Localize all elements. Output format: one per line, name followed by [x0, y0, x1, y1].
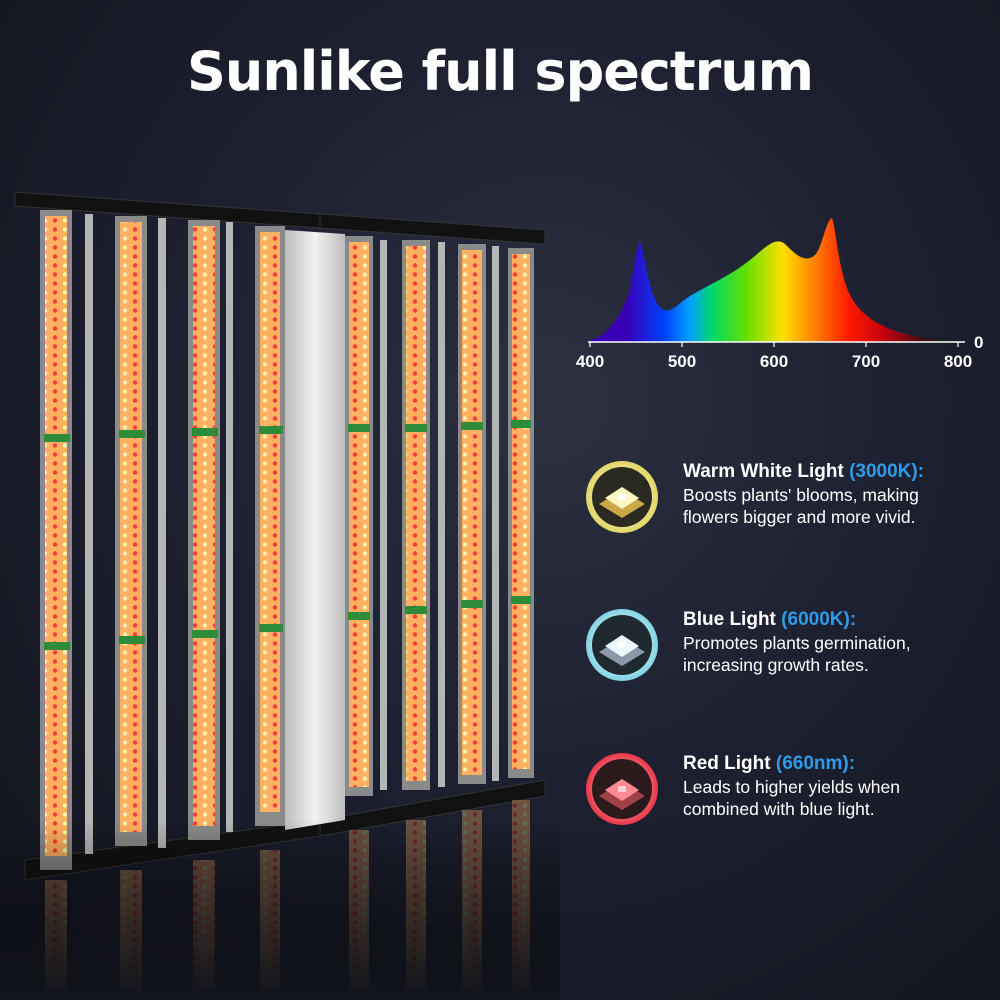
feature-title: Red Light: [683, 753, 771, 774]
x-tick-label: 600: [760, 352, 788, 371]
feature-desc-line: increasing growth rates.: [683, 655, 869, 675]
feature-title: Blue Light: [683, 609, 776, 630]
led-chip-warm-white-icon: [586, 461, 658, 533]
feature-desc-line: flowers bigger and more vivid.: [683, 507, 916, 527]
feature-value: (660nm):: [775, 753, 856, 774]
spectrum-chart: 400 500 600 700 800 0: [576, 218, 983, 371]
feature-red: Red Light (660nm): Leads to higher yield…: [585, 752, 985, 832]
x-tick-label: 700: [852, 352, 880, 371]
feature-desc-line: Leads to higher yields when: [683, 777, 900, 797]
feature-value: (3000K):: [849, 461, 925, 482]
feature-warm-white: Warm White Light (3000K): Boosts plants'…: [585, 460, 985, 540]
led-chip-red-icon: [586, 753, 658, 825]
feature-blue: Blue Light (6000K): Promotes plants germ…: [585, 608, 985, 688]
feature-desc-line: Boosts plants' blooms, making: [683, 485, 919, 505]
grow-light-product-image: [0, 191, 560, 1000]
y-zero-label: 0: [974, 333, 983, 352]
x-tick-label: 800: [944, 352, 972, 371]
feature-desc-line: combined with blue light.: [683, 799, 875, 819]
feature-title: Warm White Light: [683, 461, 844, 482]
spectrum-curve: [590, 218, 960, 342]
led-chip-blue-icon: [586, 609, 658, 681]
feature-value: (6000K):: [781, 609, 857, 630]
feature-desc-line: Promotes plants germination,: [683, 633, 911, 653]
x-tick-label: 400: [576, 352, 604, 371]
page-title: Sunlike full spectrum: [186, 40, 814, 103]
x-tick-label: 500: [668, 352, 696, 371]
